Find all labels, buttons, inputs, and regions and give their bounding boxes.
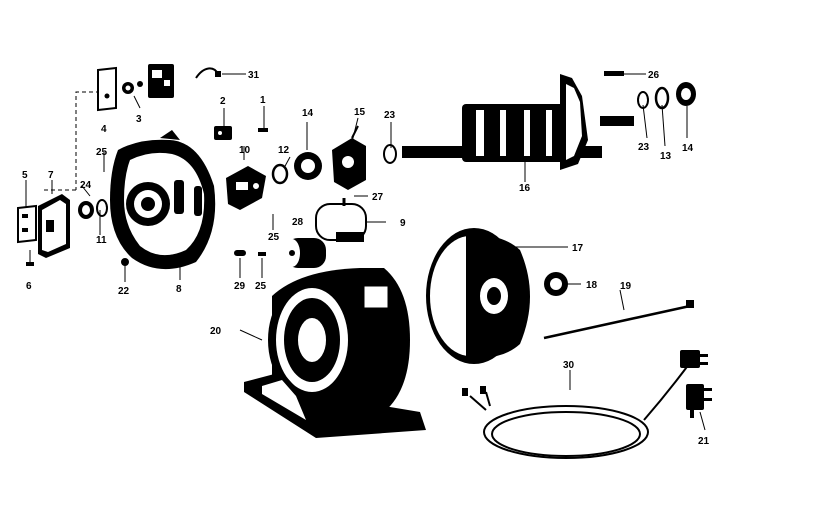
part-26-key <box>604 71 624 76</box>
part-31-lead <box>195 67 221 79</box>
callout-14b: 14 <box>682 143 694 154</box>
callout-3: 3 <box>136 114 142 125</box>
callout-28: 28 <box>292 217 304 228</box>
part-19-bolt <box>543 300 694 340</box>
part-20-stator-housing <box>244 268 426 438</box>
part-14-bearing-left <box>294 152 322 180</box>
part-23-ring-right <box>637 91 649 109</box>
part-18-bearing <box>544 272 568 296</box>
callout-9: 9 <box>400 218 406 229</box>
callout-14a: 14 <box>302 108 314 119</box>
callout-19: 19 <box>620 281 632 292</box>
callout-25b: 25 <box>268 232 280 243</box>
part-21-plug <box>686 384 712 418</box>
callout-22: 22 <box>118 286 130 297</box>
part-25-screw-bottom <box>258 252 266 256</box>
callout-6: 6 <box>26 281 32 292</box>
callout-11: 11 <box>96 235 107 246</box>
part-16-rotor <box>402 74 634 170</box>
callout-7: 7 <box>48 170 54 181</box>
part-11-ring <box>96 199 108 217</box>
callout-24: 24 <box>80 180 92 191</box>
callout-25c: 25 <box>255 281 267 292</box>
callout-23a: 23 <box>384 110 396 121</box>
part-6-screw <box>26 262 34 266</box>
callout-1: 1 <box>260 95 266 106</box>
part-10-switch <box>226 166 266 210</box>
part-17-end-bell <box>426 228 530 364</box>
part-7-switch-box <box>38 194 70 258</box>
part-22-nut <box>121 258 129 266</box>
part-30-plug <box>680 350 708 368</box>
callout-2: 2 <box>220 96 226 107</box>
part-29-clip <box>234 250 246 256</box>
part-23-ring-left <box>383 144 397 164</box>
callout-16: 16 <box>519 183 531 194</box>
part-12-washer <box>271 163 289 185</box>
callout-27: 27 <box>372 192 384 203</box>
part-28-capacitor <box>284 238 326 268</box>
callout-12: 12 <box>278 145 290 156</box>
callout-4: 4 <box>101 124 107 135</box>
callout-23b: 23 <box>638 142 650 153</box>
part-1-screw <box>258 128 268 132</box>
callout-29: 29 <box>234 281 246 292</box>
part-2-clip <box>214 126 232 140</box>
dashed-alignment-line <box>42 91 100 191</box>
callout-5: 5 <box>22 170 28 181</box>
part-30-cord-terminals <box>462 386 486 396</box>
callout-8: 8 <box>176 284 182 295</box>
callout-30: 30 <box>563 360 575 371</box>
part-5-plate <box>17 204 37 244</box>
callout-20: 20 <box>210 326 222 337</box>
callout-13: 13 <box>660 151 672 162</box>
callout-21: 21 <box>698 436 710 447</box>
callout-labels: 1 2 3 4 5 6 7 8 9 10 11 12 13 14 14 15 1… <box>22 70 710 447</box>
callout-26: 26 <box>648 70 660 81</box>
callout-31: 31 <box>248 70 260 81</box>
part-13-washer <box>654 86 670 110</box>
callout-17: 17 <box>572 243 584 254</box>
part-24-bearing <box>78 201 94 219</box>
callout-10: 10 <box>239 145 251 156</box>
callout-15: 15 <box>354 107 366 118</box>
part-4-plate <box>97 66 117 112</box>
part-15-governor <box>332 125 366 190</box>
part-8-end-bell <box>110 130 216 270</box>
callout-25a: 25 <box>96 147 108 158</box>
part-9-capacitor <box>315 198 367 242</box>
part-14-bearing-right <box>676 82 696 106</box>
part-3-terminal-block <box>122 64 174 98</box>
part-30-cord <box>469 359 693 459</box>
callout-18: 18 <box>586 280 598 291</box>
